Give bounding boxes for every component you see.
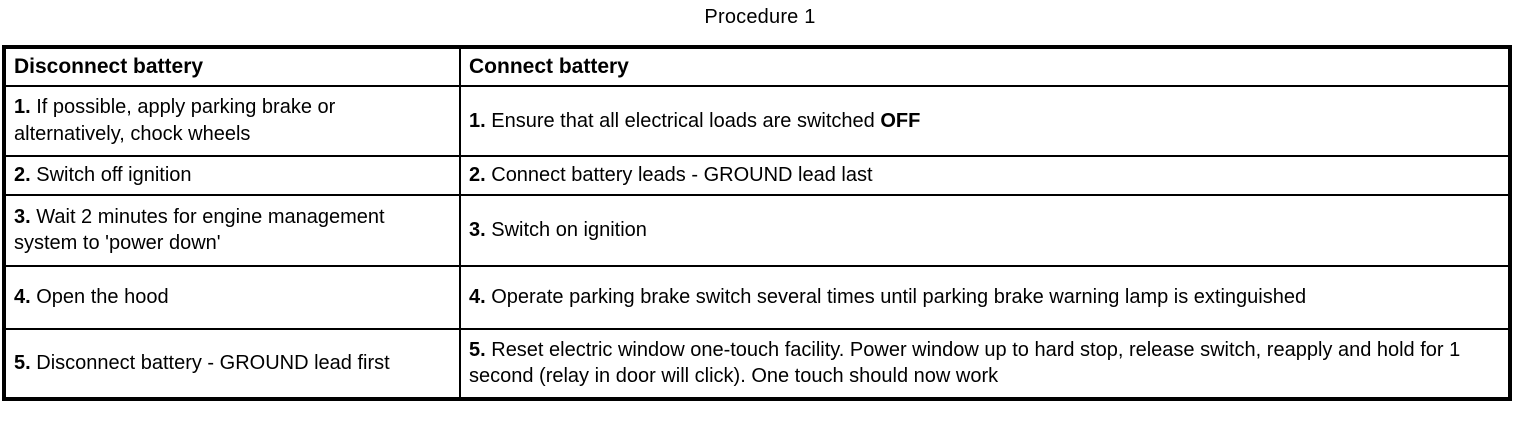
step-bold-text: 2. xyxy=(469,164,486,187)
step-bold-text: 2. xyxy=(14,164,31,187)
step-bold-text: 5. xyxy=(14,352,31,375)
page-title: Procedure 1 xyxy=(704,6,816,28)
header-row: Disconnect battery Connect battery xyxy=(3,46,1511,87)
step-cell-connect: 5. Reset electric window one-touch facil… xyxy=(459,327,1511,400)
step-bold-text: 4. xyxy=(14,286,31,309)
step-text: Connect battery leads - GROUND lead last xyxy=(485,164,873,187)
step-text: Ensure that all electrical loads are swi… xyxy=(485,109,881,132)
step-bold-text: 1. xyxy=(469,109,486,132)
step-cell-connect: 4. Operate parking brake switch several … xyxy=(459,264,1511,330)
step-cell-disconnect: 5. Disconnect battery - GROUND lead firs… xyxy=(3,327,461,400)
step-bold-text: OFF xyxy=(880,109,921,132)
step-text: If possible, apply parking brake or alte… xyxy=(14,96,336,145)
step-text: Wait 2 minutes for engine management sys… xyxy=(14,205,385,255)
table-row: 3. Wait 2 minutes for engine management … xyxy=(3,193,1511,267)
step-bold-text: 3. xyxy=(14,205,31,228)
step-text: Reset electric window one-touch facility… xyxy=(469,338,1461,388)
step-bold-text: 1. xyxy=(14,96,31,119)
step-bold-text: 5. xyxy=(469,338,486,361)
step-text: Switch off ignition xyxy=(30,164,192,187)
step-cell-disconnect: 3. Wait 2 minutes for engine management … xyxy=(3,193,461,267)
step-cell-disconnect: 4. Open the hood xyxy=(3,264,461,330)
step-text: Open the hood xyxy=(30,286,169,309)
step-text: Switch on ignition xyxy=(485,219,647,242)
table-row: 1. If possible, apply parking brake or a… xyxy=(3,84,1511,157)
step-cell-connect: 2. Connect battery leads - GROUND lead l… xyxy=(459,154,1511,196)
step-text: Disconnect battery - GROUND lead first xyxy=(30,352,390,375)
step-cell-disconnect: 2. Switch off ignition xyxy=(3,154,461,196)
table-row: 5. Disconnect battery - GROUND lead firs… xyxy=(3,327,1511,400)
step-bold-text: 4. xyxy=(469,286,486,309)
procedure-table: Disconnect battery Connect battery 1. If… xyxy=(2,45,1512,401)
column-header-connect-battery: Connect battery xyxy=(459,46,1511,87)
column-header-disconnect-battery: Disconnect battery xyxy=(3,46,461,87)
step-cell-disconnect: 1. If possible, apply parking brake or a… xyxy=(3,84,461,157)
step-cell-connect: 3. Switch on ignition xyxy=(459,193,1511,267)
step-bold-text: 3. xyxy=(469,219,486,242)
step-text: Operate parking brake switch several tim… xyxy=(485,286,1307,309)
step-cell-connect: 1. Ensure that all electrical loads are … xyxy=(459,84,1511,157)
